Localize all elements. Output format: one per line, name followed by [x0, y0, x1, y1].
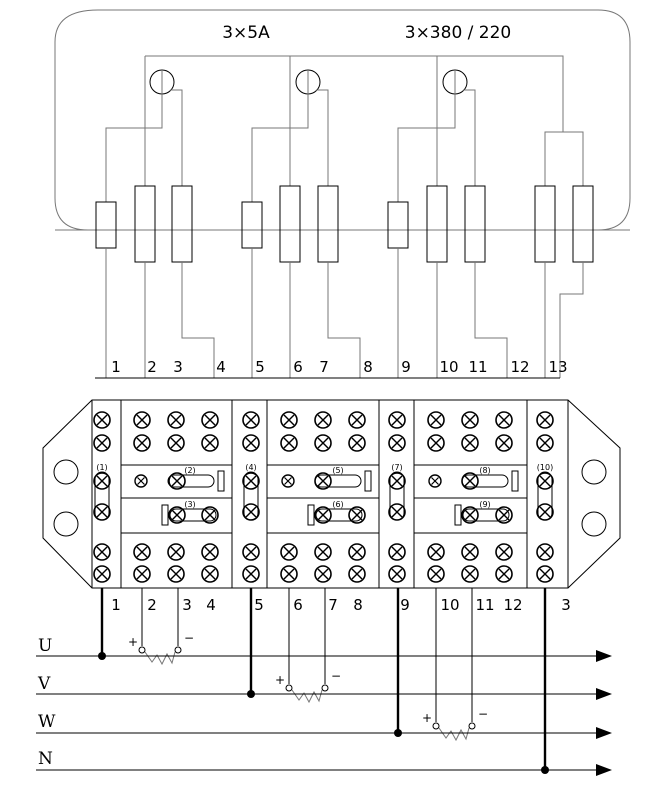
bottom-terminal-numbers: 1 2 3 4 5 6 7 8 9 10 11 12 3 [111, 596, 571, 614]
polarity-minus-2: − [331, 669, 341, 683]
top-terminal-2: 2 [147, 358, 157, 376]
bottom-terminal-3: 3 [182, 596, 192, 614]
vertical-links [93, 471, 554, 521]
bus-label-n: N [38, 749, 53, 769]
link-label-5: (5) [332, 466, 343, 475]
bottom-terminal-8: 8 [353, 596, 363, 614]
bottom-terminal-1: 1 [111, 596, 121, 614]
top-terminal-10: 10 [439, 358, 458, 376]
bottom-terminal-2: 2 [147, 596, 157, 614]
link-label-8: (8) [479, 466, 490, 475]
top-terminal-1: 1 [111, 358, 121, 376]
bus-label-u: U [38, 636, 52, 656]
internal-wiring [105, 55, 584, 202]
terminal-leads [95, 248, 584, 379]
bottom-terminal-12: 12 [503, 596, 522, 614]
top-terminal-numbers: 1 2 3 4 5 6 7 8 9 10 11 12 13 [111, 358, 567, 376]
horizontal-links [134, 470, 519, 526]
polarity-plus-2: + [275, 673, 285, 687]
link-label-9: (9) [479, 500, 490, 509]
link-label-7: (7) [391, 463, 402, 472]
bottom-terminal-13: 3 [561, 596, 571, 614]
top-terminal-3: 3 [173, 358, 183, 376]
bottom-terminal-11: 11 [475, 596, 494, 614]
top-terminal-5: 5 [255, 358, 265, 376]
terminal-screws-top [93, 411, 554, 452]
polarity-minus-3: − [478, 707, 488, 721]
meter-coils [95, 185, 594, 263]
link-labels: (1) (2) (3) (4) (5) (6) (7) (8) (9) (10) [96, 463, 553, 509]
link-label-10: (10) [537, 463, 553, 472]
bus-label-v: V [37, 674, 51, 694]
bus-label-w: W [38, 712, 56, 732]
link-label-6: (6) [332, 500, 343, 509]
top-terminal-4: 4 [216, 358, 226, 376]
bottom-terminal-4: 4 [206, 596, 216, 614]
bottom-terminal-10: 10 [440, 596, 459, 614]
link-label-2: (2) [184, 466, 195, 475]
polarity-minus-1: − [184, 631, 194, 645]
bus-conductors [36, 650, 612, 776]
top-terminal-13: 13 [548, 358, 567, 376]
polarity-marks: + − + − + − [128, 631, 488, 725]
top-terminal-8: 8 [363, 358, 373, 376]
link-label-1: (1) [96, 463, 107, 472]
top-terminal-6: 6 [293, 358, 303, 376]
top-terminal-7: 7 [319, 358, 329, 376]
terminal-block [42, 399, 621, 589]
meter-outline [54, 9, 631, 231]
polarity-plus-3: + [422, 711, 432, 725]
top-terminal-11: 11 [468, 358, 487, 376]
link-label-3: (3) [184, 500, 195, 509]
bottom-terminal-6: 6 [293, 596, 303, 614]
external-wiring [98, 588, 549, 774]
polarity-plus-1: + [128, 635, 138, 649]
voltage-rating-label: 3×380 / 220 [405, 23, 512, 43]
top-terminal-9: 9 [401, 358, 411, 376]
bottom-terminal-7: 7 [328, 596, 338, 614]
bottom-terminal-9: 9 [400, 596, 410, 614]
top-terminal-12: 12 [510, 358, 529, 376]
bus-labels: U V W N [37, 636, 56, 769]
link-label-4: (4) [245, 463, 256, 472]
current-rating-label: 3×5A [222, 23, 270, 43]
bottom-terminal-5: 5 [254, 596, 264, 614]
terminal-screws-bottom [93, 543, 554, 583]
